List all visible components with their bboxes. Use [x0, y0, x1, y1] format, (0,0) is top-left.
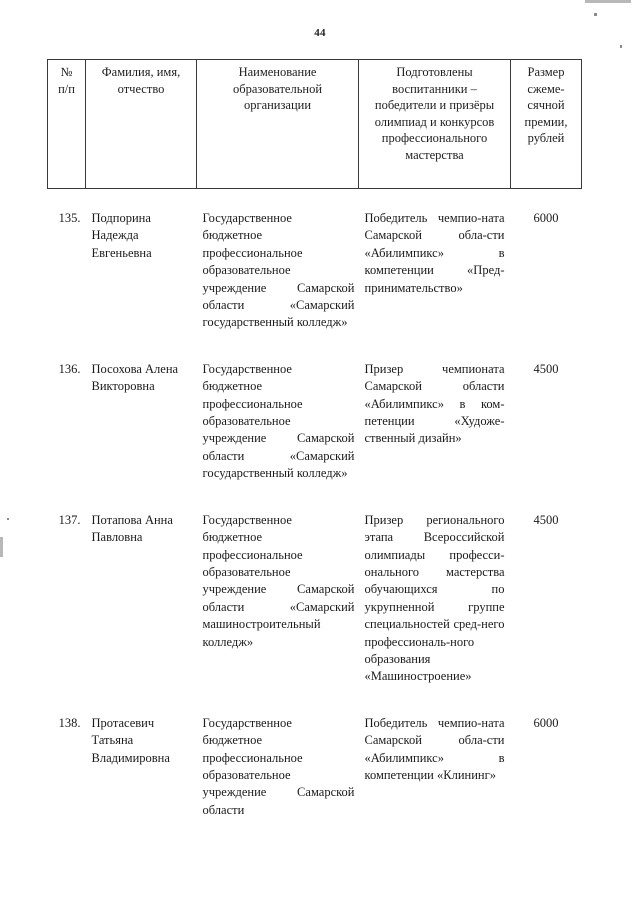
- scan-edge-artifact-left: [0, 537, 3, 557]
- row-number: 137.: [58, 512, 81, 527]
- scan-speckle: [620, 45, 622, 48]
- scan-speckle: [7, 518, 9, 520]
- awards-table: № п/п Фамилия, имя, отчество Наименовани…: [47, 59, 582, 819]
- row-achievement: Победитель чемпио-ната Самарской обла-ст…: [364, 211, 505, 295]
- row-amount: 6000: [533, 211, 559, 225]
- column-header-number: № п/п: [47, 59, 86, 189]
- row-number: 136.: [58, 361, 81, 376]
- scan-edge-artifact-top-right: [585, 0, 631, 3]
- column-header-amount-line4: премии,: [524, 114, 568, 129]
- row-spacer: [48, 332, 582, 358]
- page-number: 44: [314, 27, 326, 39]
- column-header-number-line2: п/п: [58, 81, 75, 96]
- table-row: 136. Посохова Алена Викторовна Государст…: [48, 358, 582, 483]
- table-row: 135. Подпорина Надежда Евгеньевна Госуда…: [48, 207, 582, 332]
- column-header-amount: Размер сжеме- сячной премии, рублей: [510, 59, 582, 189]
- row-amount: 4500: [533, 361, 559, 376]
- row-fullname: Посохова Алена Викторовна: [91, 361, 179, 394]
- row-organization: Государственное бюджетное профессиональн…: [202, 715, 355, 817]
- column-header-amount-line5: рублей: [527, 131, 565, 145]
- column-header-amount-line1: Размер: [527, 65, 565, 79]
- column-header-achievement: Подготовлены воспитанники – победители и…: [358, 59, 511, 189]
- table-header-row: № п/п Фамилия, имя, отчество Наименовани…: [47, 59, 582, 189]
- column-header-amount-line3: сячной: [527, 98, 565, 112]
- table-row: 138. Протасевич Татьяна Владимировна Гос…: [48, 712, 582, 819]
- scan-speckle: [594, 13, 597, 16]
- column-header-fullname: Фамилия, имя, отчество: [85, 59, 197, 189]
- column-header-number-line1: №: [60, 65, 73, 79]
- row-amount: 4500: [533, 512, 559, 527]
- row-organization: Государственное бюджетное профессиональн…: [202, 211, 355, 330]
- row-organization: Государственное бюджетное профессиональн…: [202, 512, 355, 649]
- row-achievement: Призер чемпионата Самарской области «Аби…: [364, 361, 505, 446]
- row-achievement: Призер регионального этапа Всероссийской…: [364, 512, 505, 684]
- table-row: 137. Потапова Анна Павловна Государствен…: [48, 509, 582, 686]
- column-header-organization: Наименование образовательной организации: [196, 59, 359, 189]
- row-achievement: Победитель чемпио-ната Самарской обла-ст…: [364, 715, 505, 782]
- column-header-amount-line2: сжеме-: [527, 81, 565, 96]
- row-spacer: [48, 483, 582, 509]
- row-spacer: [48, 189, 582, 208]
- row-fullname: Протасевич Татьяна Владимировна: [91, 715, 170, 765]
- row-amount: 6000: [533, 715, 559, 730]
- row-number: 138.: [58, 715, 81, 730]
- row-organization: Государственное бюджетное профессиональн…: [202, 361, 355, 481]
- row-spacer: [48, 686, 582, 712]
- row-number: 135.: [58, 211, 81, 225]
- row-fullname: Потапова Анна Павловна: [91, 512, 173, 545]
- row-fullname: Подпорина Надежда Евгеньевна: [91, 211, 152, 260]
